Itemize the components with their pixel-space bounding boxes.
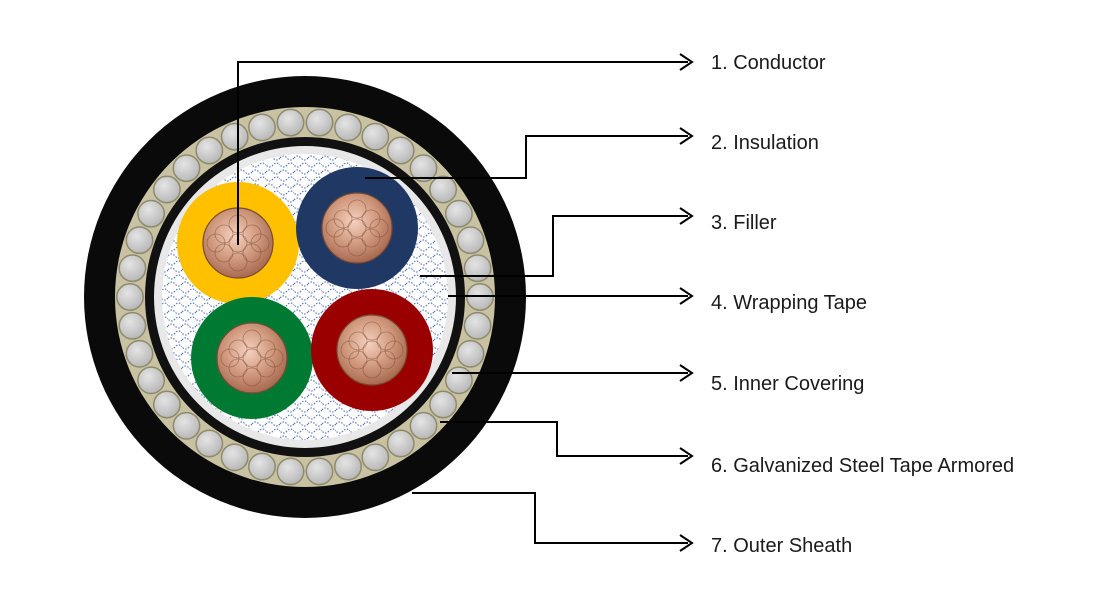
arrowhead [679, 287, 694, 305]
armor-wire [248, 452, 276, 481]
armor-wire [429, 390, 458, 419]
armor-wire [172, 154, 201, 183]
armor-wire [456, 339, 485, 368]
armor-wire [334, 452, 362, 481]
label-outer-sheath: 7. Outer Sheath [711, 535, 852, 557]
conductor-strand [362, 359, 382, 379]
armor-wire [409, 154, 438, 183]
arrowhead [679, 447, 694, 465]
arrowhead [679, 534, 694, 552]
conductor-strand [369, 218, 389, 238]
galvanized-steel-armor-wires [116, 108, 494, 486]
conductor-strand [206, 233, 226, 253]
armor-wire [195, 429, 224, 458]
armor-wire [276, 457, 305, 486]
label-filler: 3. Filler [711, 212, 777, 234]
layer-labels: 1. Conductor 2. Insulation 3. Filler 4. … [711, 52, 1014, 557]
armor-wire [276, 108, 305, 137]
conductor-strand [333, 228, 353, 248]
armor-wire [463, 254, 492, 283]
armor-wire [116, 283, 144, 311]
arrowhead [679, 207, 694, 225]
armor-wire [125, 339, 154, 368]
leader-lines [237, 53, 694, 552]
conductor-strand [362, 340, 382, 360]
armor-wire [444, 366, 473, 395]
armor-wire [409, 411, 438, 440]
armor-wire [386, 136, 415, 165]
arrowhead [679, 53, 694, 71]
conductor-strand [348, 350, 368, 370]
leader-line-outer-sheath [412, 492, 688, 544]
armor-wire [118, 311, 147, 340]
armor-wire [137, 199, 166, 228]
core-green [191, 297, 313, 419]
armor-wire [137, 366, 166, 395]
armor-wire [220, 122, 249, 151]
armor-wire [463, 311, 492, 340]
armor-wire [152, 390, 181, 419]
armor-wire [152, 175, 181, 204]
conductor [336, 314, 408, 386]
conductor-strand [214, 243, 234, 263]
label-insulation: 2. Insulation [711, 132, 819, 154]
armor-wire [444, 199, 473, 228]
conductor-strand [362, 321, 382, 341]
conductor [321, 192, 393, 264]
armor-wire [386, 429, 415, 458]
armor-wire [361, 443, 390, 472]
armor-wire [248, 113, 276, 142]
cable [84, 76, 526, 518]
conductor-strand [347, 218, 367, 238]
leader-line-filler [420, 215, 688, 277]
label-conductor: 1. Conductor [711, 52, 826, 74]
conductor-strand [347, 237, 367, 257]
armor-wire [361, 122, 390, 151]
conductor-strand [264, 348, 284, 368]
core-blue [296, 167, 418, 289]
conductor [216, 322, 288, 394]
leader-line-conductor [237, 61, 688, 245]
conductor-strand [228, 358, 248, 378]
conductor-strand [340, 340, 360, 360]
armor-wire [305, 108, 334, 137]
conductor-strand [325, 218, 345, 238]
conductor-strand [228, 252, 248, 272]
core-red [311, 289, 433, 411]
conductor-strand [242, 348, 262, 368]
arrowhead [679, 364, 694, 382]
conductor-strand [384, 340, 404, 360]
leader-line-armor [440, 421, 688, 457]
label-inner-covering: 5. Inner Covering [711, 373, 864, 395]
armor-wire [334, 113, 362, 142]
armor-wire [305, 457, 334, 486]
conductor-strand [256, 358, 276, 378]
conductor-strand [347, 199, 367, 219]
armor-wire [125, 226, 154, 255]
armor-wire [429, 175, 458, 204]
conductor-strand [250, 233, 270, 253]
conductor-strand [376, 350, 396, 370]
conductor-strand [242, 329, 262, 349]
label-wrapping-tape: 4. Wrapping Tape [711, 292, 867, 314]
armor-wire [118, 254, 147, 283]
armor-wire [172, 411, 201, 440]
armor-wire [220, 443, 249, 472]
conductor-strand [242, 243, 262, 263]
conductor-strand [361, 228, 381, 248]
conductor-strand [220, 348, 240, 368]
leader-line-insulation [365, 135, 688, 179]
armor-wire [456, 226, 485, 255]
label-galvanized-steel-tape-armored: 6. Galvanized Steel Tape Armored [711, 455, 1014, 477]
conductor-strand [242, 367, 262, 387]
arrowhead [679, 127, 694, 145]
armor-wire [195, 136, 224, 165]
